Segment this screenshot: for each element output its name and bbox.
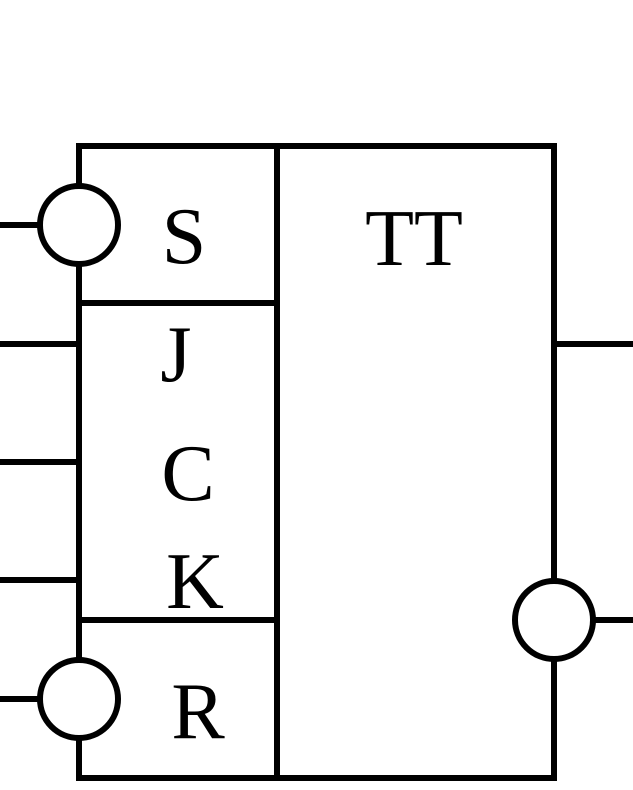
reset-inversion-bubble (37, 657, 121, 741)
j-input-label: J (160, 311, 191, 399)
set-inversion-bubble (37, 183, 121, 267)
set-input-label: S (162, 193, 207, 281)
reset-input-label: R (171, 668, 225, 756)
clock-input-label: C (161, 430, 214, 518)
k-input-label: K (166, 538, 224, 626)
flip-flop-body (76, 143, 557, 781)
flip-flop-type-label: TT (365, 195, 463, 283)
q-bar-inversion-bubble (512, 578, 596, 662)
